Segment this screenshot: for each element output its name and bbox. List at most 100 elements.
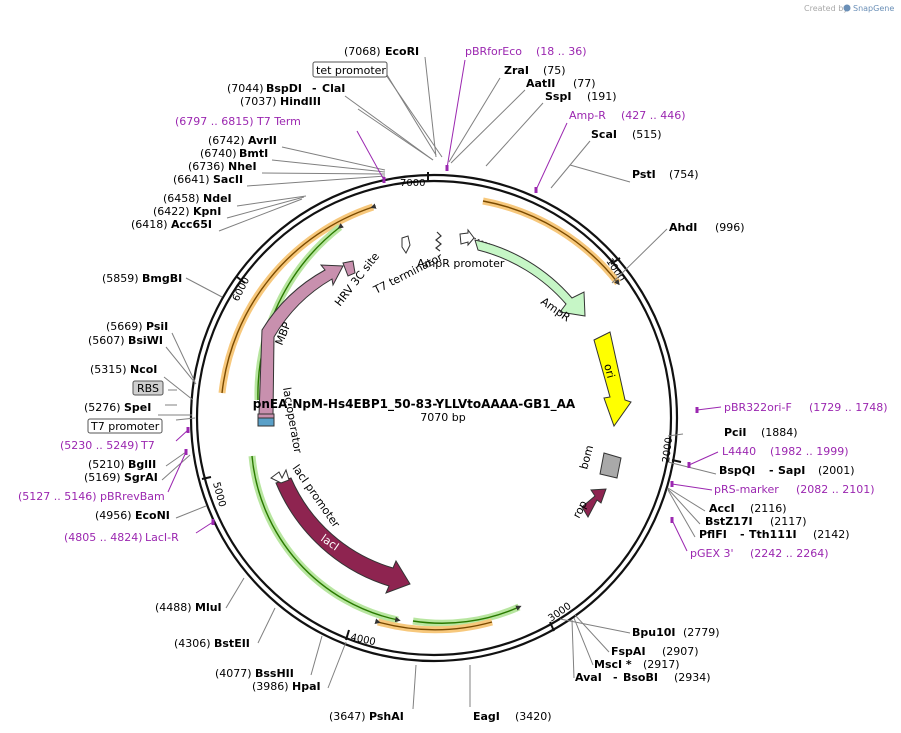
site-sgrai-pos: (5169) (84, 471, 121, 484)
primer-pgex3-name: pGEX 3' (690, 547, 734, 560)
site-ahdi-name: AhdI (669, 221, 697, 234)
tet-promoter-box (312, 61, 388, 78)
leader-line-37 (310, 635, 323, 676)
primer-pbrrevbam-range: (5127 .. 5146) (18, 490, 97, 503)
site-mlui-name: MluI (195, 601, 222, 614)
leader-line-10 (667, 487, 706, 512)
tet-promoter-label: tet promoter (316, 64, 386, 77)
leader-line-26 (218, 198, 303, 232)
site-econi-name: EcoNI (135, 509, 170, 522)
site-kpni-name: KpnI (193, 205, 221, 218)
primer-pgex3-range: (2242 .. 2264) (750, 547, 829, 560)
site-pshai-name: PshAI (369, 710, 404, 723)
site-eagi-pos: (3420) (515, 710, 552, 723)
site-aatii-pos: (77) (573, 77, 596, 90)
ori-label: ori (601, 362, 617, 379)
terminator-icon (435, 231, 442, 252)
primer-t7-name: T7 (140, 439, 155, 452)
site-tth111i-name: Tth111I (749, 528, 797, 541)
site-mlui-pos: (4488) (155, 601, 192, 614)
site-bsteii-name: BstEII (214, 637, 250, 650)
leader-lines (158, 56, 717, 710)
site-bsteii-pos: (4306) (174, 637, 211, 650)
ampr-promoter-label: AmpR promoter (417, 257, 505, 270)
site-zrai-name: ZraI (504, 64, 529, 77)
site-avrii-name: AvrII (248, 134, 277, 147)
primer-mark-2 (695, 407, 699, 413)
site-bspdi-pos: (7044) (227, 82, 264, 95)
leader-line-18 (344, 95, 434, 161)
site-ncoi-name: NcoI (130, 363, 157, 376)
leader-line-3 (450, 89, 526, 164)
leader-line-22 (261, 172, 386, 175)
site-tth111i-dash: - (740, 528, 745, 541)
leader-line-20 (281, 146, 386, 171)
laci-promoter-arrow-icon (270, 468, 290, 484)
primer-leader-6 (356, 130, 385, 181)
primer-leader-4 (671, 483, 713, 491)
site-avai-pos: (2934) (674, 671, 711, 684)
primer-ampr-range: (427 .. 446) (621, 109, 686, 122)
site-bglii-name: BglII (128, 458, 156, 471)
site-aatii-name: AatII (526, 77, 555, 90)
site-bmgbi-name: BmgBI (142, 272, 182, 285)
leader-line-15 (573, 617, 594, 666)
primer-t7term-name: T7 Term (256, 115, 301, 128)
site-bsobi-name: BsoBI (623, 671, 658, 684)
bom-feature (599, 452, 622, 479)
site-sacii-pos: (6641) (173, 173, 210, 186)
site-avai-name: AvaI (575, 671, 602, 684)
site-pcii-name: PciI (724, 426, 746, 439)
site-psti-name: PstI (632, 168, 656, 181)
site-bspqi-name: BspQI (719, 464, 755, 477)
site-bmgbi-pos: (5859) (102, 272, 139, 285)
leader-line-28 (171, 332, 196, 383)
site-bspdi-name: BspDI (266, 82, 302, 95)
site-zrai-pos: (75) (543, 64, 566, 77)
primer-leader-lines (167, 59, 722, 552)
primer-t7term-range: (6797 .. 6815) (175, 115, 254, 128)
site-nhei-name: NheI (228, 160, 257, 173)
site-psti-pos: (754) (669, 168, 699, 181)
leader-line-32 (165, 451, 187, 467)
primer-mark-4 (670, 481, 674, 487)
ori-feature (593, 331, 632, 428)
primer-l4440-range: (1982 .. 1999) (770, 445, 849, 458)
leader-line-33 (161, 454, 191, 481)
primer-t7-range: (5230 .. 5249) (60, 439, 139, 452)
hrv-site-mark (342, 260, 356, 277)
leader-line-35 (225, 577, 245, 609)
site-bstz17i-name: BstZ17I (705, 515, 753, 528)
site-acc65i-pos: (6418) (131, 218, 168, 231)
primer-mark-7 (186, 427, 190, 433)
leader-line-19 (357, 108, 434, 161)
leader-line-21 (271, 159, 386, 173)
primer-pbr322ori-name: pBR322ori-F (724, 401, 792, 414)
bom-label: bom (577, 444, 596, 471)
leader-line-13 (559, 618, 631, 634)
rbs-label: RBS (137, 382, 159, 395)
site-ndei-name: NdeI (203, 192, 232, 205)
leader-line-38 (327, 641, 347, 689)
orf-arc-1 (482, 197, 621, 286)
site-fspai-name: FspAI (611, 645, 646, 658)
site-pflfi-name: PflFI (699, 528, 727, 541)
site-msci-name: MscI * (594, 658, 632, 671)
site-eagi-name: EagI (473, 710, 500, 723)
site-econi-pos: (4956) (95, 509, 132, 522)
plasmid-name: pnEA-NpM-Hs4EBP1_50-83-YLLVtoAAAA-GB1_AA (253, 397, 576, 412)
site-bsshii-pos: (4077) (215, 667, 252, 680)
primer-prs-marker-range: (2082 .. 2101) (796, 483, 875, 496)
primer-mark-6 (382, 177, 386, 183)
leader-line-12 (667, 489, 696, 538)
ampr-gene (474, 239, 586, 317)
primer-leader-3 (688, 451, 719, 466)
snapgene-brand: SnapGene (853, 4, 894, 13)
primer-mark-5 (670, 517, 674, 523)
site-bsiwi-name: BsiWI (128, 334, 163, 347)
leader-line-39 (412, 664, 417, 710)
site-bsiwi-pos: (5607) (88, 334, 125, 347)
site-avrii-pos: (6742) (208, 134, 245, 147)
t7-terminator-label: T7 terminator (371, 251, 446, 298)
leader-line-4 (485, 102, 544, 167)
